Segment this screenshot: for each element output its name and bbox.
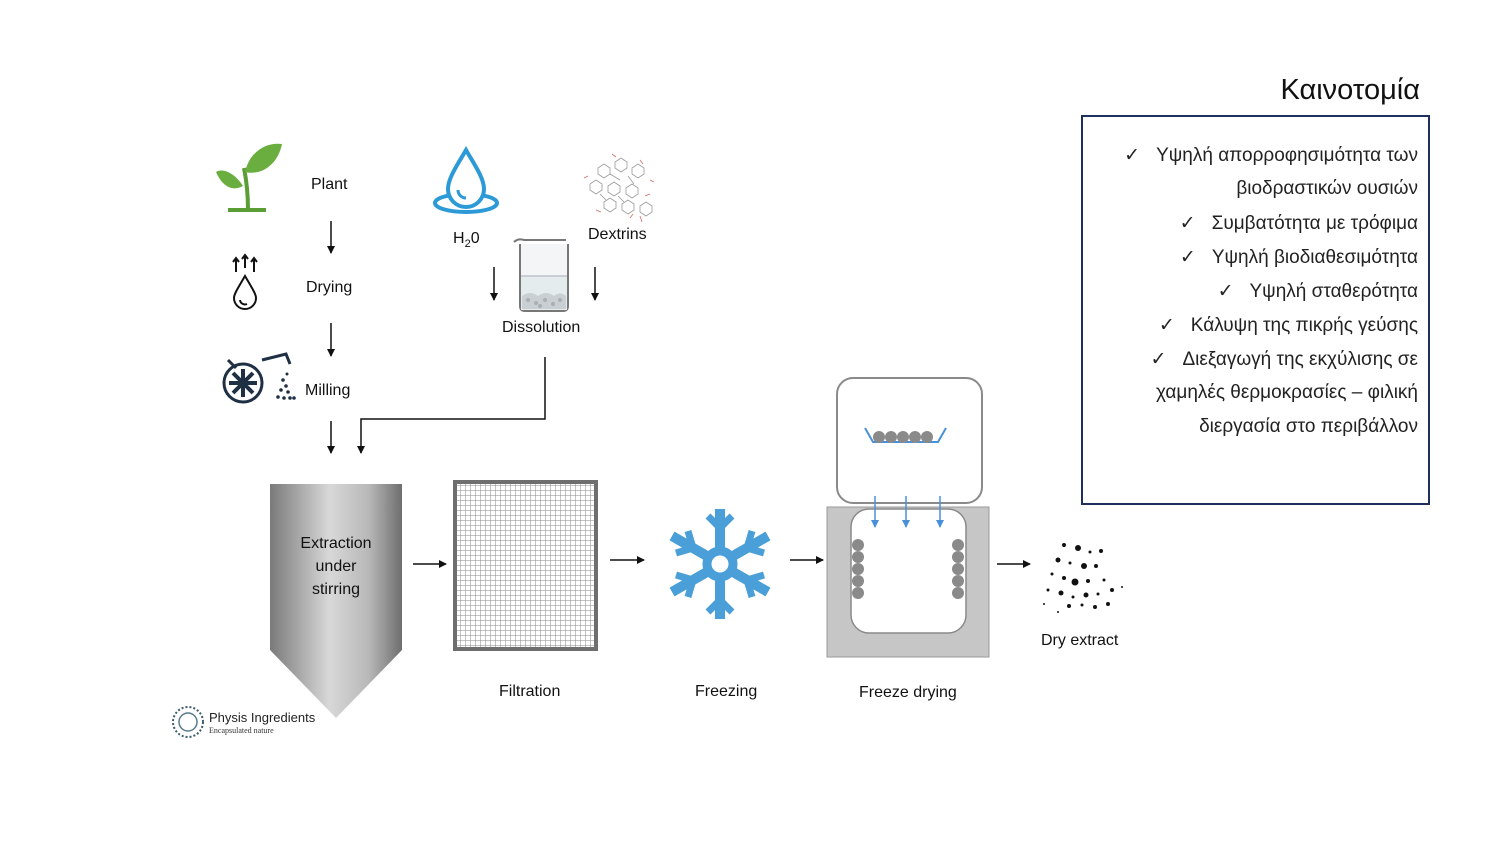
water-label-o: 0 xyxy=(470,230,480,247)
extraction-label-line: stirring xyxy=(311,581,360,598)
extraction-label-line: Extraction xyxy=(300,535,372,552)
flow-arrows xyxy=(327,221,1031,568)
physis-logo-icon xyxy=(172,706,204,738)
drying-icon xyxy=(232,253,258,310)
innovation-item-text: Υψηλή σταθερότητα xyxy=(1249,281,1418,302)
logo-tagline: Encapsulated nature xyxy=(209,726,274,735)
innovation-item-text: βιοδραστικών ουσιών xyxy=(1236,178,1418,199)
innovation-item: ✓ Διεξαγωγή της εκχύλισης σε xyxy=(1151,348,1418,371)
snowflake-icon xyxy=(669,509,771,619)
innovation-item-continuation: χαμηλές θερμοκρασίες – φιλική xyxy=(1156,382,1418,404)
innovation-item: ✓ Υψηλή βιοδιαθεσιμότητα xyxy=(1180,246,1418,269)
innovation-item-continuation: βιοδραστικών ουσιών xyxy=(1236,178,1418,200)
check-icon: ✓ xyxy=(1150,349,1167,370)
water-label: H20 xyxy=(453,230,480,250)
freezing-label: Freezing xyxy=(695,683,758,700)
dextrin-molecule-icon xyxy=(583,153,655,223)
filter-mesh-icon xyxy=(453,480,598,651)
innovation-item-text: Υψηλή απορροφησιμότητα των xyxy=(1156,145,1418,166)
innovation-title: Καινοτομία xyxy=(1280,74,1420,106)
innovation-panel: ✓ Υψηλή απορροφησιμότητα των βιοδραστικών… xyxy=(1081,115,1430,505)
plant-icon xyxy=(216,143,282,212)
check-icon: ✓ xyxy=(1124,145,1141,166)
mill-icon xyxy=(222,352,296,404)
dry-extract-particles-icon xyxy=(1043,543,1123,613)
water-label-h: H xyxy=(453,230,465,247)
innovation-item: ✓ Κάλυψη της πικρής γεύσης xyxy=(1159,314,1418,337)
water-drop-icon xyxy=(433,145,499,214)
innovation-item-text: διεργασία στο περιβάλλον xyxy=(1199,416,1418,437)
filtration-label: Filtration xyxy=(499,683,561,700)
beaker-icon xyxy=(513,238,569,312)
innovation-item-text: Συμβατότητα με τρόφιμα xyxy=(1211,213,1418,234)
innovation-item-text: χαμηλές θερμοκρασίες – φιλική xyxy=(1155,382,1418,403)
dry-extract-label: Dry extract xyxy=(1041,632,1119,649)
freeze-drying-label: Freeze drying xyxy=(859,684,957,701)
water-label-subscript: 2 xyxy=(464,238,471,251)
check-icon: ✓ xyxy=(1179,213,1196,234)
innovation-item: ✓ Υψηλή σταθερότητα xyxy=(1218,280,1418,303)
logo-name: Physis Ingredients xyxy=(209,710,316,725)
freeze-dryer-icon xyxy=(826,377,990,658)
innovation-item-text: Υψηλή βιοδιαθεσιμότητα xyxy=(1211,247,1418,268)
extraction-label: Extraction under stirring xyxy=(270,532,402,601)
innovation-item-text: Διεξαγωγή της εκχύλισης σε xyxy=(1182,349,1418,370)
innovation-item-text: Κάλυψη της πικρής γεύσης xyxy=(1190,315,1418,336)
plant-label: Plant xyxy=(311,176,348,193)
check-icon: ✓ xyxy=(1158,315,1175,336)
check-icon: ✓ xyxy=(1179,247,1196,268)
innovation-item: ✓ Συμβατότητα με τρόφιμα xyxy=(1180,212,1418,235)
check-icon: ✓ xyxy=(1217,281,1234,302)
innovation-item-continuation: διεργασία στο περιβάλλον xyxy=(1199,416,1418,438)
drying-label: Drying xyxy=(306,279,353,296)
extraction-vessel xyxy=(270,484,402,718)
innovation-item: ✓ Υψηλή απορροφησιμότητα των xyxy=(1124,144,1418,167)
dissolution-label: Dissolution xyxy=(502,319,581,336)
milling-label: Milling xyxy=(305,382,351,399)
extraction-label-line: under xyxy=(315,558,357,575)
dextrins-label: Dextrins xyxy=(588,226,647,243)
